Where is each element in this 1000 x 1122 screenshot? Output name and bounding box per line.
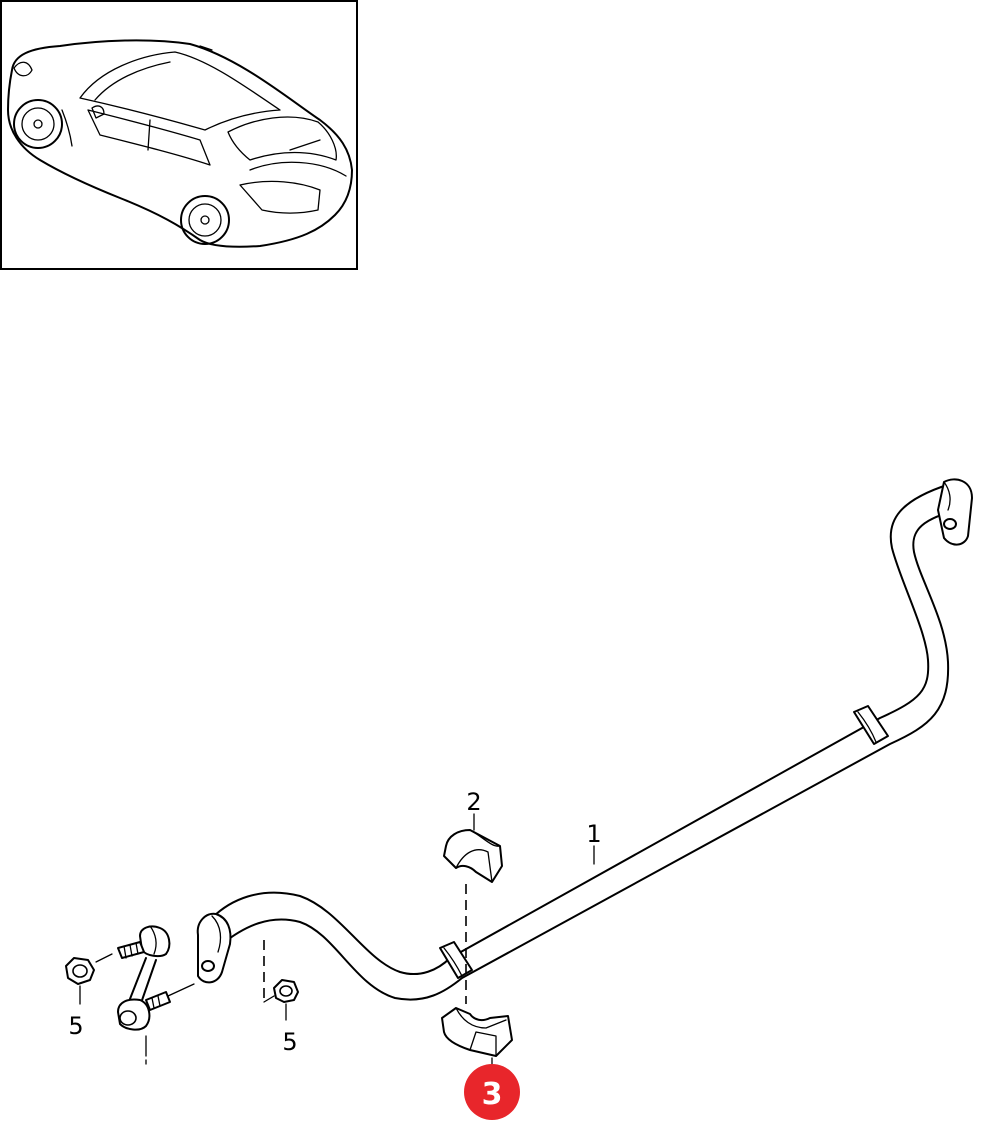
callout-3-badge[interactable]: 3	[464, 1064, 520, 1120]
callout-3[interactable]: 3	[482, 1077, 503, 1112]
nut-right	[273, 979, 299, 1021]
coupling-rod	[95, 925, 195, 1065]
vehicle-thumbnail	[0, 0, 358, 270]
callout-5-left[interactable]: 5	[68, 1012, 83, 1040]
callout-3-circle	[464, 1064, 520, 1120]
callout-5-right[interactable]: 5	[282, 1028, 297, 1056]
nut-left	[65, 957, 95, 1005]
stabilizer-bar	[196, 478, 973, 1003]
bushing-lower-half	[441, 1007, 513, 1057]
callout-2[interactable]: 2	[466, 788, 481, 816]
thumbnail-frame	[0, 0, 358, 270]
car-illustration	[7, 39, 353, 248]
bushing-upper-half	[443, 829, 503, 883]
callout-1[interactable]: 1	[586, 820, 601, 848]
